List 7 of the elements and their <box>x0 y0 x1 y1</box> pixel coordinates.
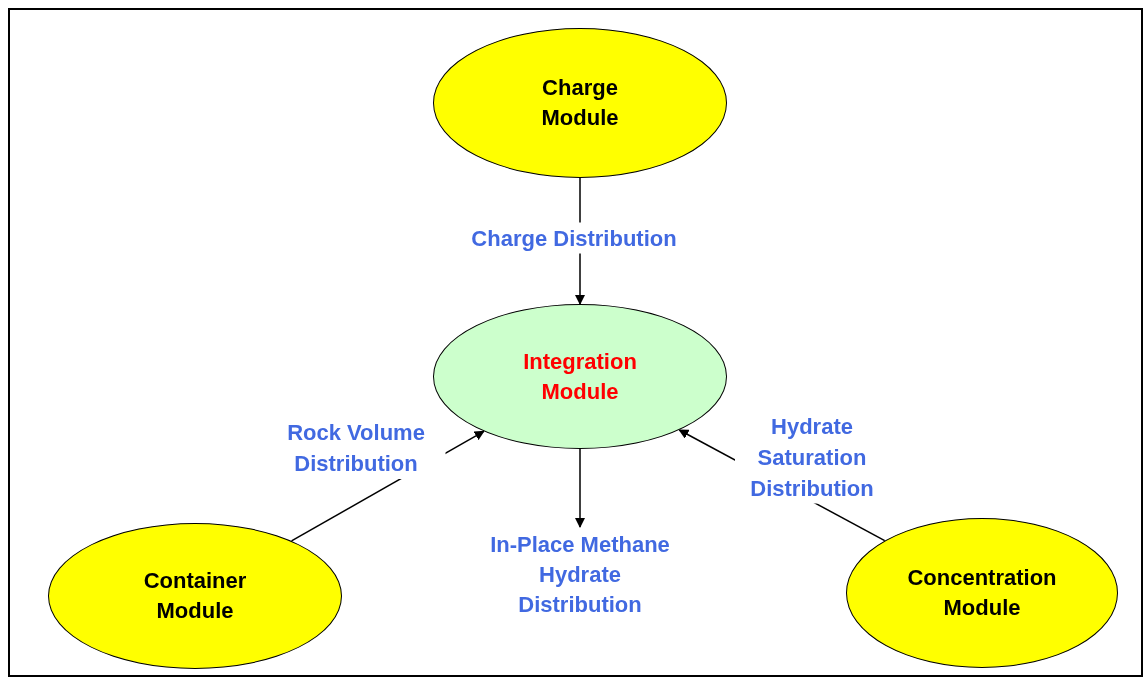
module-label: Container Module <box>142 567 248 625</box>
output-text: In-Place Methane Hydrate Distribution <box>489 531 671 619</box>
module-label: Charge Module <box>540 74 620 132</box>
module-label: Integration Module <box>522 347 638 406</box>
module-label: Concentration Module <box>906 564 1058 622</box>
edge-label: Charge Distribution <box>469 222 679 254</box>
arrow <box>575 448 585 528</box>
